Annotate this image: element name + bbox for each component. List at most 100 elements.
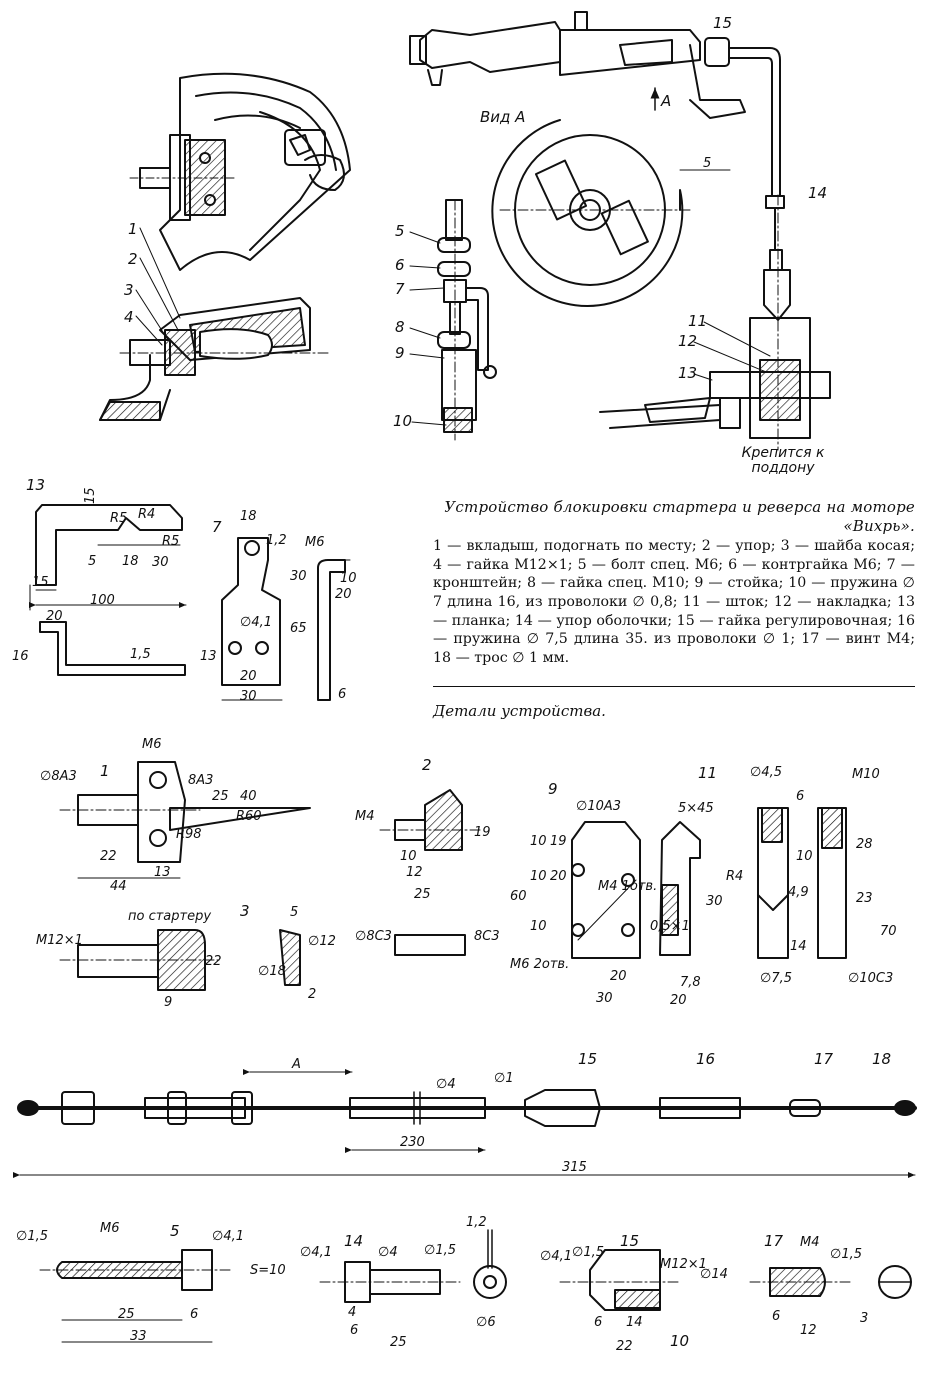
svg-text:8: 8 bbox=[395, 318, 405, 336]
svg-text:30: 30 bbox=[706, 894, 723, 909]
svg-text:15: 15 bbox=[713, 14, 732, 32]
svg-text:60: 60 bbox=[510, 889, 527, 904]
svg-text:22: 22 bbox=[100, 849, 117, 864]
svg-text:14: 14 bbox=[344, 1232, 363, 1250]
bracket-assembly-drawing bbox=[437, 199, 497, 441]
part-17-dims: 17 М4 ∅1,5 6 12 3 bbox=[764, 1232, 868, 1338]
svg-text:7: 7 bbox=[395, 280, 405, 298]
svg-text:25: 25 bbox=[390, 1335, 407, 1350]
svg-text:R5: R5 bbox=[162, 534, 179, 549]
svg-text:15: 15 bbox=[83, 487, 98, 504]
svg-text:М12×1: М12×1 bbox=[36, 933, 83, 948]
svg-text:6: 6 bbox=[395, 256, 405, 274]
svg-text:2: 2 bbox=[422, 756, 432, 774]
svg-text:по стартеру: по стартеру bbox=[128, 909, 211, 924]
svg-text:10: 10 bbox=[400, 849, 417, 864]
part-13-drawing bbox=[29, 504, 187, 676]
parts-subtitle: Детали устройства. bbox=[433, 702, 606, 720]
svg-text:A: A bbox=[291, 1057, 301, 1072]
svg-text:М12×1: М12×1 bbox=[660, 1257, 707, 1272]
svg-text:12: 12 bbox=[406, 865, 423, 880]
svg-text:5: 5 bbox=[170, 1222, 180, 1240]
svg-text:∅1,5: ∅1,5 bbox=[16, 1229, 48, 1244]
svg-text:22: 22 bbox=[616, 1339, 633, 1354]
svg-text:∅6: ∅6 bbox=[476, 1315, 496, 1330]
cable-assembly-drawing bbox=[13, 1069, 917, 1178]
svg-text:R60: R60 bbox=[236, 809, 262, 824]
cable-dims: A ∅4 ∅1 15 16 17 18 230 315 bbox=[291, 1050, 891, 1175]
part-3-drawing bbox=[279, 929, 301, 986]
svg-text:М6: М6 bbox=[100, 1221, 120, 1236]
part-17-drawing bbox=[749, 1265, 912, 1299]
svg-text:7,8: 7,8 bbox=[680, 975, 701, 990]
svg-text:1,5: 1,5 bbox=[130, 647, 151, 662]
svg-text:S=10: S=10 bbox=[250, 1263, 286, 1278]
svg-text:10: 10 bbox=[530, 834, 547, 849]
svg-text:10: 10 bbox=[340, 571, 357, 586]
svg-text:315: 315 bbox=[562, 1160, 587, 1175]
part-1-drawing bbox=[59, 761, 311, 879]
svg-text:∅7,5: ∅7,5 bbox=[760, 971, 792, 986]
svg-text:16: 16 bbox=[696, 1050, 715, 1068]
svg-text:3: 3 bbox=[860, 1311, 868, 1326]
svg-text:17: 17 bbox=[814, 1050, 834, 1068]
svg-text:10: 10 bbox=[530, 869, 547, 884]
svg-text:10: 10 bbox=[530, 919, 547, 934]
svg-text:М6: М6 bbox=[142, 737, 162, 752]
svg-text:19: 19 bbox=[550, 834, 567, 849]
svg-text:1,2: 1,2 bbox=[466, 1215, 487, 1230]
svg-text:33: 33 bbox=[130, 1329, 147, 1344]
svg-text:∅4,1: ∅4,1 bbox=[212, 1229, 244, 1244]
svg-text:15: 15 bbox=[32, 575, 49, 590]
svg-text:44: 44 bbox=[110, 879, 127, 894]
part-7-drawing bbox=[221, 537, 283, 701]
callout-3: 3 bbox=[124, 281, 134, 299]
svg-text:0,5×1: 0,5×1 bbox=[650, 919, 690, 934]
part-6-drawing bbox=[317, 559, 351, 701]
svg-text:20: 20 bbox=[240, 669, 257, 684]
part-15-dims: ∅4,1 ∅1,5 15 М12×1 ∅14 6 14 22 10 bbox=[540, 1232, 728, 1354]
svg-text:∅10С3: ∅10С3 bbox=[848, 971, 893, 986]
svg-text:20: 20 bbox=[335, 587, 352, 602]
svg-text:11: 11 bbox=[698, 764, 717, 782]
part-2-drawing bbox=[379, 789, 481, 956]
svg-text:25: 25 bbox=[414, 887, 431, 902]
svg-text:15: 15 bbox=[578, 1050, 597, 1068]
svg-text:100: 100 bbox=[90, 593, 115, 608]
svg-text:18: 18 bbox=[122, 554, 139, 569]
svg-text:∅10А3: ∅10А3 bbox=[576, 799, 621, 814]
svg-text:∅18: ∅18 bbox=[258, 964, 286, 979]
svg-text:∅4,1: ∅4,1 bbox=[240, 615, 272, 630]
svg-text:∅8С3: ∅8С3 bbox=[355, 929, 392, 944]
svg-text:5: 5 bbox=[290, 905, 298, 920]
svg-text:9: 9 bbox=[164, 995, 172, 1010]
attach-note: Крепится к поддону bbox=[741, 445, 825, 476]
part-13-dims: 13 15 R5 R4 R5 5 18 30 15 100 20 16 1,5 bbox=[12, 476, 179, 664]
svg-text:4: 4 bbox=[348, 1305, 356, 1320]
svg-text:18: 18 bbox=[872, 1050, 891, 1068]
svg-text:6: 6 bbox=[350, 1323, 358, 1338]
svg-text:10: 10 bbox=[796, 849, 813, 864]
svg-text:М6 2отв.: М6 2отв. bbox=[510, 957, 569, 972]
svg-text:3: 3 bbox=[240, 902, 250, 920]
svg-text:7: 7 bbox=[212, 518, 222, 536]
svg-text:∅4: ∅4 bbox=[436, 1077, 456, 1092]
svg-text:∅1,5: ∅1,5 bbox=[572, 1245, 604, 1260]
figure-title: Устройство блокировки стартера и реверса… bbox=[444, 498, 915, 535]
svg-text:19: 19 bbox=[474, 825, 491, 840]
svg-text:5×45: 5×45 bbox=[678, 801, 714, 816]
svg-text:65: 65 bbox=[290, 621, 307, 636]
svg-text:R5: R5 bbox=[110, 511, 127, 526]
svg-text:∅4,5: ∅4,5 bbox=[750, 765, 782, 780]
svg-text:1,2: 1,2 bbox=[266, 533, 287, 548]
view-a-disc: 5 bbox=[491, 119, 731, 307]
svg-text:6: 6 bbox=[772, 1309, 780, 1324]
svg-text:1: 1 bbox=[100, 762, 110, 780]
svg-text:25: 25 bbox=[212, 789, 229, 804]
svg-text:∅14: ∅14 bbox=[700, 1267, 728, 1282]
part-3-dims: 3 5 ∅12 ∅18 2 bbox=[240, 902, 336, 1002]
part-11-drawing bbox=[757, 807, 847, 959]
svg-text:R98: R98 bbox=[176, 827, 202, 842]
svg-text:70: 70 bbox=[880, 924, 897, 939]
part-9-drawing bbox=[571, 821, 641, 959]
